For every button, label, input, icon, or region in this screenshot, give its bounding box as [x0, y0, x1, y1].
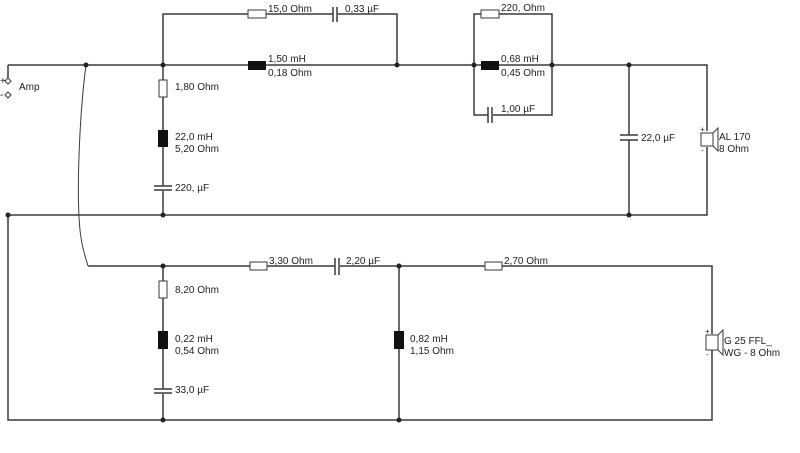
svg-text:+: +	[700, 125, 705, 134]
svg-text:15,0 Ohm: 15,0 Ohm	[268, 4, 312, 15]
amp-plus-label: +	[0, 76, 6, 87]
series-resistor-tweeter: 3,30 Ohm	[249, 256, 313, 271]
shunt-inductor-woofer: 22,0 mH 5,20 Ohm	[158, 130, 219, 155]
shunt-inductor-tweeter: 0,22 mH 0,54 Ohm	[158, 331, 219, 357]
svg-text:1,50 mH: 1,50 mH	[268, 54, 306, 65]
speaker-impedance: 8 Ohm	[719, 144, 749, 155]
svg-text:0,68 mH: 0,68 mH	[501, 54, 539, 65]
junction-nodes	[5, 62, 632, 423]
output-capacitor: 22,0 µF	[620, 133, 675, 144]
speaker-name: G 25 FFL_	[724, 336, 772, 347]
svg-text:22,0 mH: 22,0 mH	[175, 132, 213, 143]
svg-text:0,45 Ohm: 0,45 Ohm	[501, 68, 545, 79]
svg-text:220, µF: 220, µF	[175, 183, 209, 194]
amp-terminals: + - Amp	[0, 60, 40, 101]
svg-text:+: +	[705, 327, 710, 336]
speaker-name: AL 170	[719, 132, 751, 143]
parallel-inductor-tweeter: 0,82 mH 1,15 Ohm	[394, 331, 454, 357]
svg-text:33,0 µF: 33,0 µF	[175, 385, 209, 396]
trap-capacitor: 1,00 µF	[487, 104, 535, 123]
series-capacitor-tweeter: 2,20 µF	[334, 256, 380, 275]
tweeter-speaker: + - G 25 FFL_ WG - 8 Ohm	[705, 327, 780, 359]
svg-text:2,70 Ohm: 2,70 Ohm	[504, 256, 548, 267]
svg-text:8,20 Ohm: 8,20 Ohm	[175, 285, 219, 296]
wires	[7, 13, 713, 421]
svg-text:5,20 Ohm: 5,20 Ohm	[175, 144, 219, 155]
svg-text:0,22 mH: 0,22 mH	[175, 334, 213, 345]
svg-text:0,18 Ohm: 0,18 Ohm	[268, 68, 312, 79]
shunt-resistor-tweeter: 8,20 Ohm	[158, 280, 219, 299]
svg-text:22,0 µF: 22,0 µF	[641, 133, 675, 144]
output-resistor-tweeter: 2,70 Ohm	[484, 256, 548, 271]
svg-text:0,82 mH: 0,82 mH	[410, 334, 448, 345]
shunt-capacitor-tweeter: 33,0 µF	[154, 385, 209, 396]
bypass-capacitor: 0,33 µF	[332, 4, 379, 22]
svg-text:-: -	[701, 146, 704, 155]
svg-text:0,54 Ohm: 0,54 Ohm	[175, 346, 219, 357]
trap-resistor: 220, Ohm	[480, 3, 545, 19]
bypass-resistor: 15,0 Ohm	[247, 4, 312, 19]
amp-label: Amp	[19, 82, 40, 93]
svg-text:220, Ohm: 220, Ohm	[501, 3, 545, 14]
svg-text:0,33 µF: 0,33 µF	[345, 4, 379, 15]
woofer-speaker: + - AL 170 8 Ohm	[700, 125, 751, 155]
svg-text:1,00 µF: 1,00 µF	[501, 104, 535, 115]
trap-inductor: 0,68 mH 0,45 Ohm	[481, 54, 545, 79]
speaker-impedance: WG - 8 Ohm	[724, 348, 780, 359]
amp-minus-label: -	[0, 90, 3, 101]
svg-text:1,80 Ohm: 1,80 Ohm	[175, 82, 219, 93]
svg-text:-: -	[706, 350, 709, 359]
shunt-capacitor-woofer: 220, µF	[154, 183, 209, 194]
svg-text:1,15 Ohm: 1,15 Ohm	[410, 346, 454, 357]
shunt-resistor-woofer: 1,80 Ohm	[158, 79, 219, 98]
svg-text:2,20 µF: 2,20 µF	[346, 256, 380, 267]
series-inductor: 1,50 mH 0,18 Ohm	[248, 54, 312, 79]
svg-text:3,30 Ohm: 3,30 Ohm	[269, 256, 313, 267]
